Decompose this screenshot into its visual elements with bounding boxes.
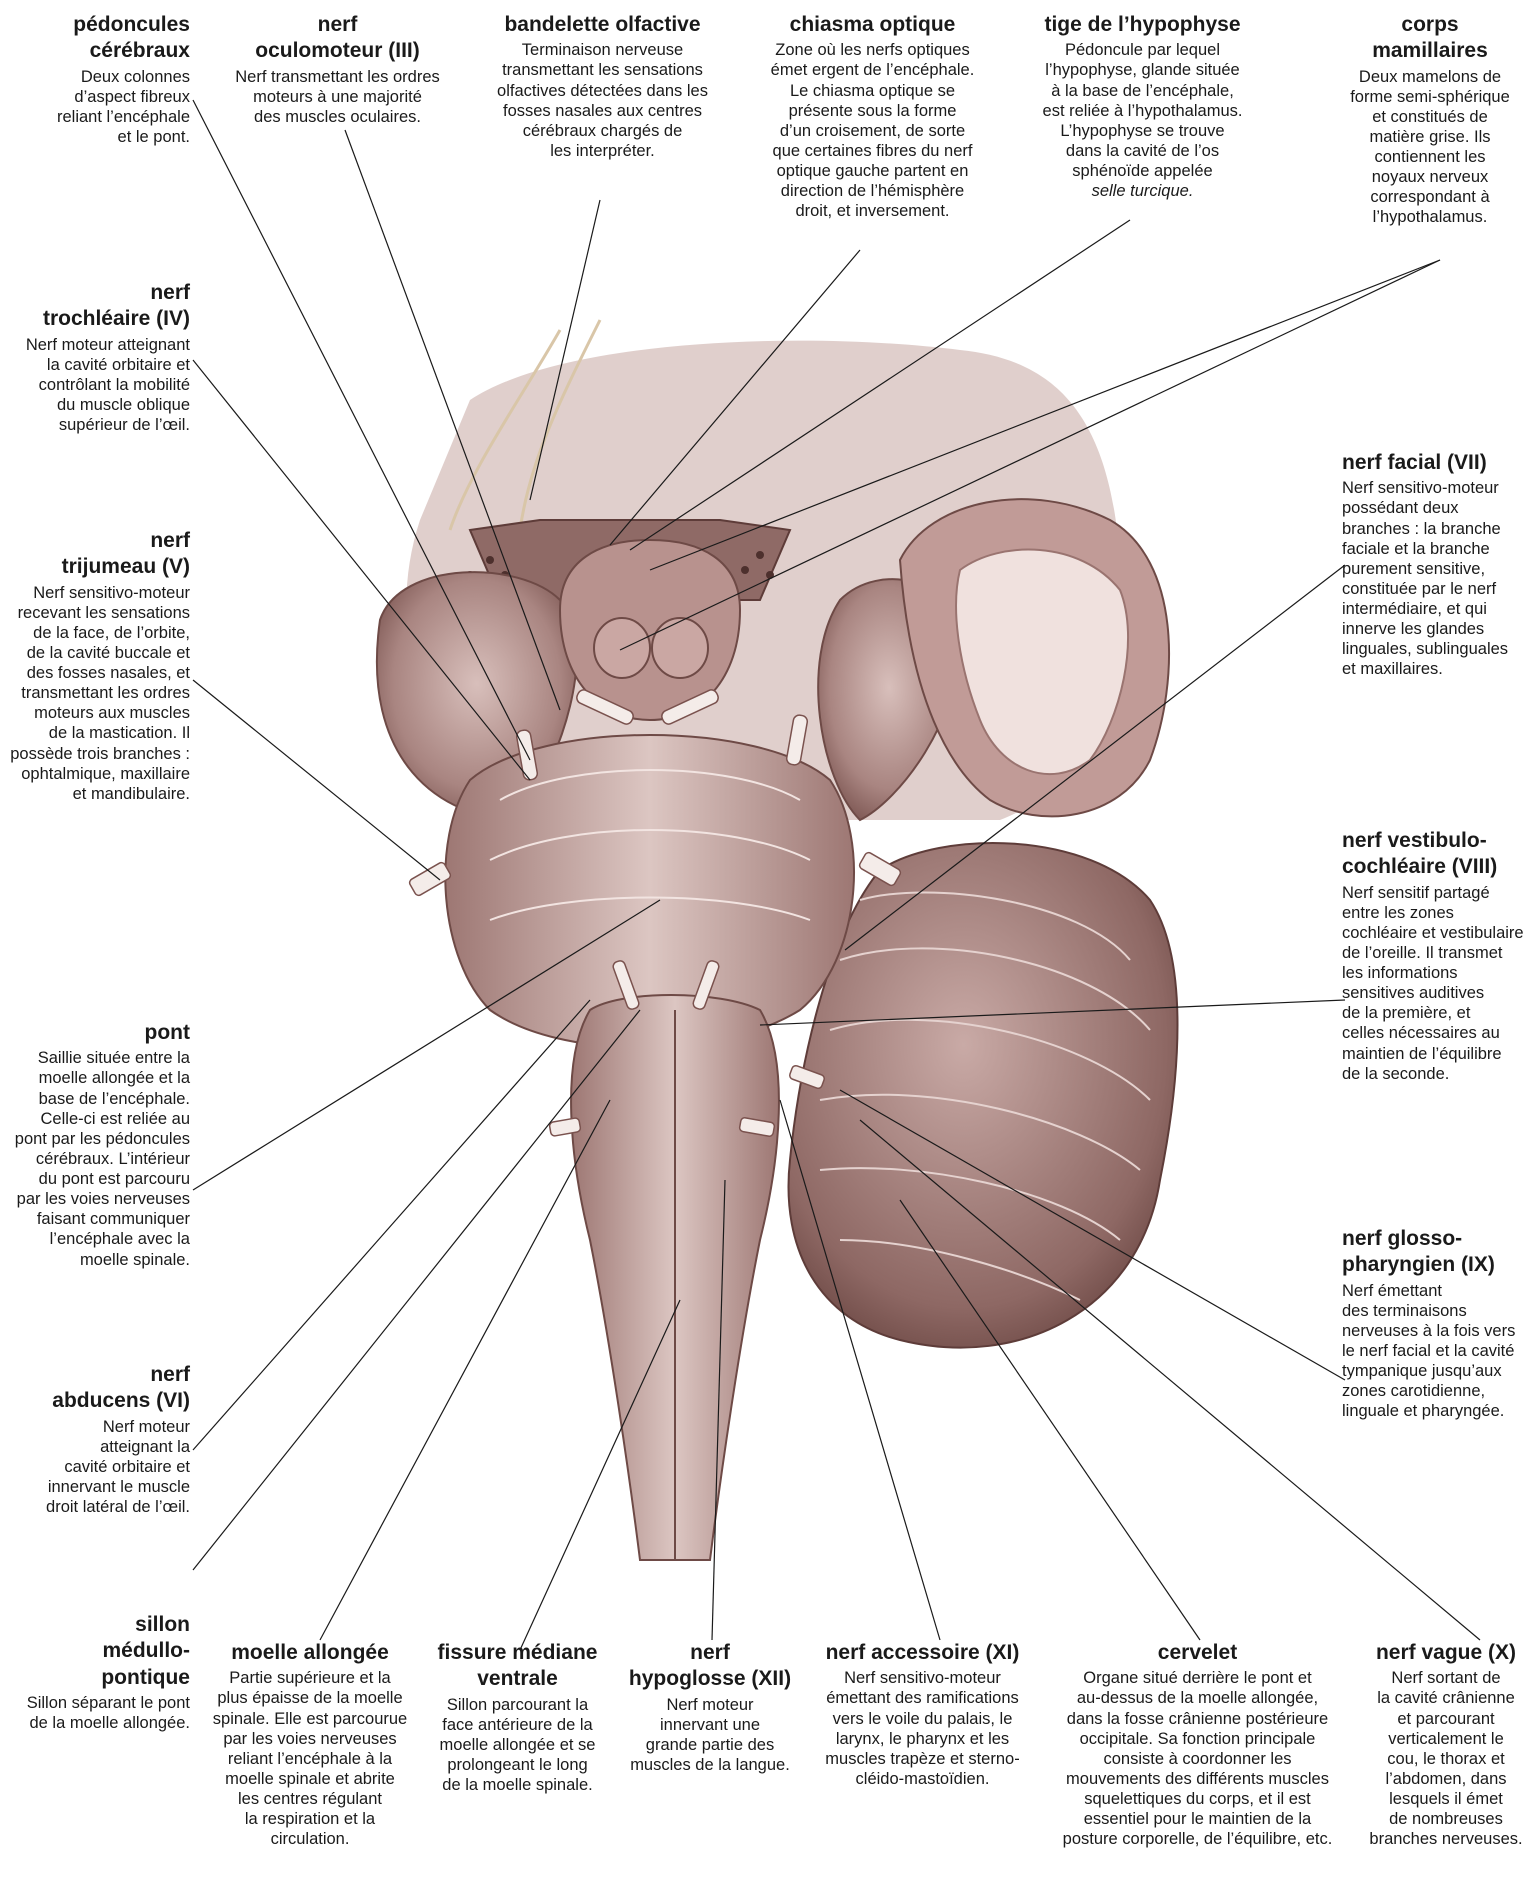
label-title: pédoncules cérébraux [40,12,190,65]
label-title: nerf facial (VII) [1342,450,1532,476]
label-description: Nerf sensitivo-moteur émettant des ramif… [815,1668,1030,1789]
label-corps-mamillaires: corps mamillaires Deux mamelons de forme… [1330,12,1530,228]
label-nerf-hypoglosse: nerf hypoglosse (XII) Nerf moteur innerv… [615,1640,805,1775]
label-title: sillon médullo- pontique [0,1612,190,1691]
label-nerf-accessoire: nerf accessoire (XI) Nerf sensitivo-mote… [815,1640,1030,1789]
label-description: Nerf sensitif partagé entre les zones co… [1342,883,1532,1084]
label-title: tige de l’hypophyse [1025,12,1260,38]
label-description: Deux colonnes d’aspect fibreux reliant l… [40,67,190,148]
label-title: nerf trochléaire (IV) [0,280,190,333]
label-description: Nerf émettant des terminaisons nerveuses… [1342,1281,1532,1422]
label-description: Nerf moteur atteignant la cavité orbitai… [0,1417,190,1518]
label-title: pont [0,1020,190,1046]
label-fissure-mediane-ventrale: fissure médiane ventrale Sillon parcoura… [425,1640,610,1795]
label-description: Nerf sortant de la cavité crânienne et p… [1360,1668,1532,1849]
medulla-spinal-cord-shape [571,995,779,1560]
label-description: Nerf sensitivo-moteur recevant les sensa… [0,583,190,804]
label-title: chiasma optique [760,12,985,38]
label-title: corps mamillaires [1330,12,1530,65]
label-title: fissure médiane ventrale [425,1640,610,1693]
label-description: Partie supérieure et la plus épaisse de … [210,1668,410,1849]
label-nerf-facial: nerf facial (VII) Nerf sensitivo-moteur … [1342,450,1532,680]
label-nerf-vestibulo-cochleaire: nerf vestibulo- cochléaire (VIII) Nerf s… [1342,828,1532,1084]
label-description: Organe situé derrière le pont et au-dess… [1050,1668,1345,1849]
label-pont: pont Saillie située entre la moelle allo… [0,1020,190,1270]
label-title: nerf vague (X) [1360,1640,1532,1666]
label-title: nerf trijumeau (V) [0,528,190,581]
label-description: Zone où les nerfs optiques émet ergent d… [760,40,985,221]
label-nerf-oculomoteur: nerf oculomoteur (III) Nerf transmettant… [225,12,450,127]
label-description: Pédoncule par lequel l’hypophyse, glande… [1025,40,1260,181]
label-moelle-allongee: moelle allongée Partie supérieure et la … [210,1640,410,1849]
label-description: Sillon parcourant la face antérieure de … [425,1695,610,1796]
label-title: cervelet [1050,1640,1345,1666]
label-title: moelle allongée [210,1640,410,1666]
label-cervelet: cervelet Organe situé derrière le pont e… [1050,1640,1345,1849]
label-description: Nerf transmettant les ordres moteurs à u… [225,67,450,127]
label-description-italic: selle turcique. [1025,181,1260,201]
label-sillon-medullo-pontique: sillon médullo- pontique Sillon séparant… [0,1612,190,1733]
label-chiasma-optique: chiasma optique Zone où les nerfs optiqu… [760,12,985,221]
label-nerf-trochleaire: nerf trochléaire (IV) Nerf moteur atteig… [0,280,190,435]
label-nerf-vague: nerf vague (X) Nerf sortant de la cavité… [1360,1640,1532,1849]
label-title: nerf accessoire (XI) [815,1640,1030,1666]
label-pedoncules-cerebraux: pédoncules cérébraux Deux colonnes d’asp… [40,12,190,147]
label-title: nerf oculomoteur (III) [225,12,450,65]
label-title: nerf hypoglosse (XII) [615,1640,805,1693]
label-bandelette-olfactive: bandelette olfactive Terminaison nerveus… [480,12,725,161]
label-description: Nerf sensitivo-moteur possédant deux bra… [1342,478,1532,679]
label-description: Terminaison nerveuse transmettant les se… [480,40,725,161]
label-description: Deux mamelons de forme semi-sphérique et… [1330,67,1530,228]
label-title: nerf abducens (VI) [0,1362,190,1415]
label-nerf-abducens: nerf abducens (VI) Nerf moteur atteignan… [0,1362,190,1517]
label-title: nerf glosso- pharyngien (IX) [1342,1226,1532,1279]
label-nerf-glosso-pharyngien: nerf glosso- pharyngien (IX) Nerf émetta… [1342,1226,1532,1421]
label-description: Nerf moteur innervant une grande partie … [615,1695,805,1776]
label-tige-hypophyse: tige de l’hypophyse Pédoncule par lequel… [1025,12,1260,201]
label-title: nerf vestibulo- cochléaire (VIII) [1342,828,1532,881]
label-description: Nerf moteur atteignant la cavité orbitai… [0,335,190,436]
label-description: Saillie située entre la moelle allongée … [0,1048,190,1269]
label-nerf-trijumeau: nerf trijumeau (V) Nerf sensitivo-moteur… [0,528,190,804]
label-description: Sillon séparant le pont de la moelle all… [0,1693,190,1733]
label-title: bandelette olfactive [480,12,725,38]
